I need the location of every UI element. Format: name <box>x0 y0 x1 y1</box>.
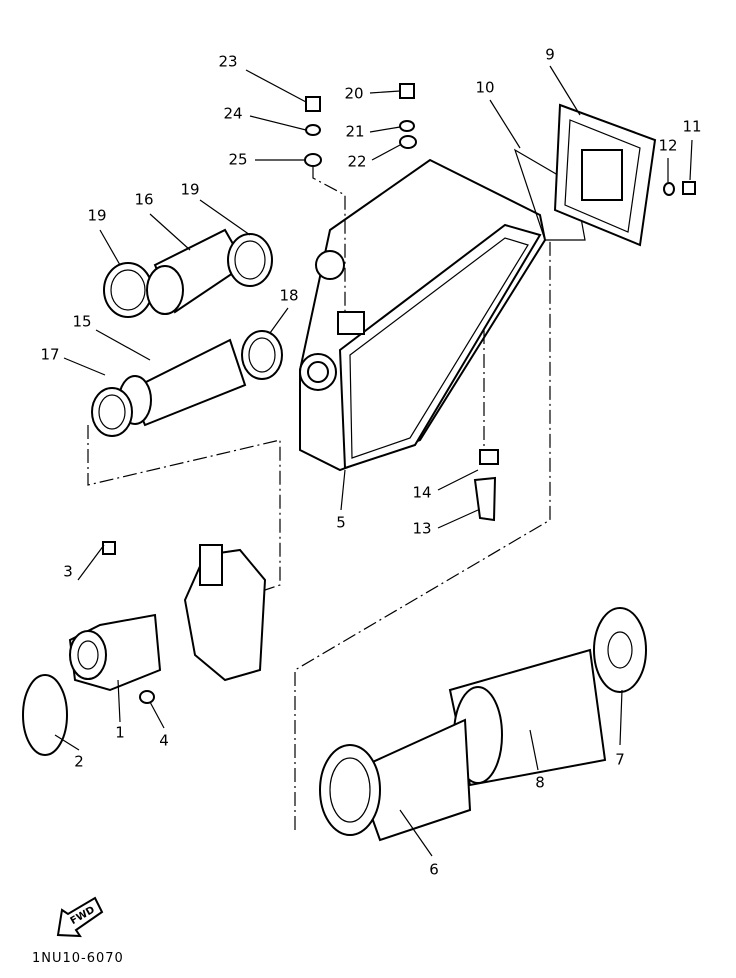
callout-11: 11 <box>682 118 701 136</box>
hoses <box>91 228 283 437</box>
callout-8: 8 <box>535 774 545 792</box>
callout-21: 21 <box>345 123 364 141</box>
callout-7: 7 <box>615 751 625 769</box>
alignment-lines <box>87 167 551 830</box>
callout-20: 20 <box>344 85 363 103</box>
callout-19b: 19 <box>180 181 199 199</box>
callout-16: 16 <box>134 191 153 209</box>
leader-lines <box>54 65 693 857</box>
callout-9: 9 <box>545 46 555 64</box>
filter-element <box>319 607 647 842</box>
fwd-arrow-icon: FWD <box>56 896 104 938</box>
callout-1: 1 <box>115 724 125 742</box>
air-box <box>299 158 547 472</box>
callout-24: 24 <box>223 105 242 123</box>
callout-22: 22 <box>347 153 366 171</box>
callout-17: 17 <box>40 346 59 364</box>
callout-12: 12 <box>658 137 677 155</box>
callout-labels: 23 24 25 20 21 22 9 10 11 12 19 16 19 18… <box>40 46 701 879</box>
callout-10: 10 <box>475 79 494 97</box>
callout-6: 6 <box>429 861 439 879</box>
callout-18: 18 <box>279 287 298 305</box>
fasteners <box>102 83 696 704</box>
callout-3: 3 <box>63 563 73 581</box>
callout-14: 14 <box>412 484 431 502</box>
callout-19a: 19 <box>87 207 106 225</box>
callout-2: 2 <box>74 753 84 771</box>
callout-5: 5 <box>336 514 346 532</box>
carburetor-manifold <box>22 544 267 756</box>
callout-4: 4 <box>159 732 169 750</box>
callout-23: 23 <box>218 53 237 71</box>
callout-15: 15 <box>72 313 91 331</box>
callout-25: 25 <box>228 151 247 169</box>
diagram-code: 1NU10-6070 <box>32 951 124 966</box>
cover <box>513 103 657 247</box>
callout-13: 13 <box>412 520 431 538</box>
